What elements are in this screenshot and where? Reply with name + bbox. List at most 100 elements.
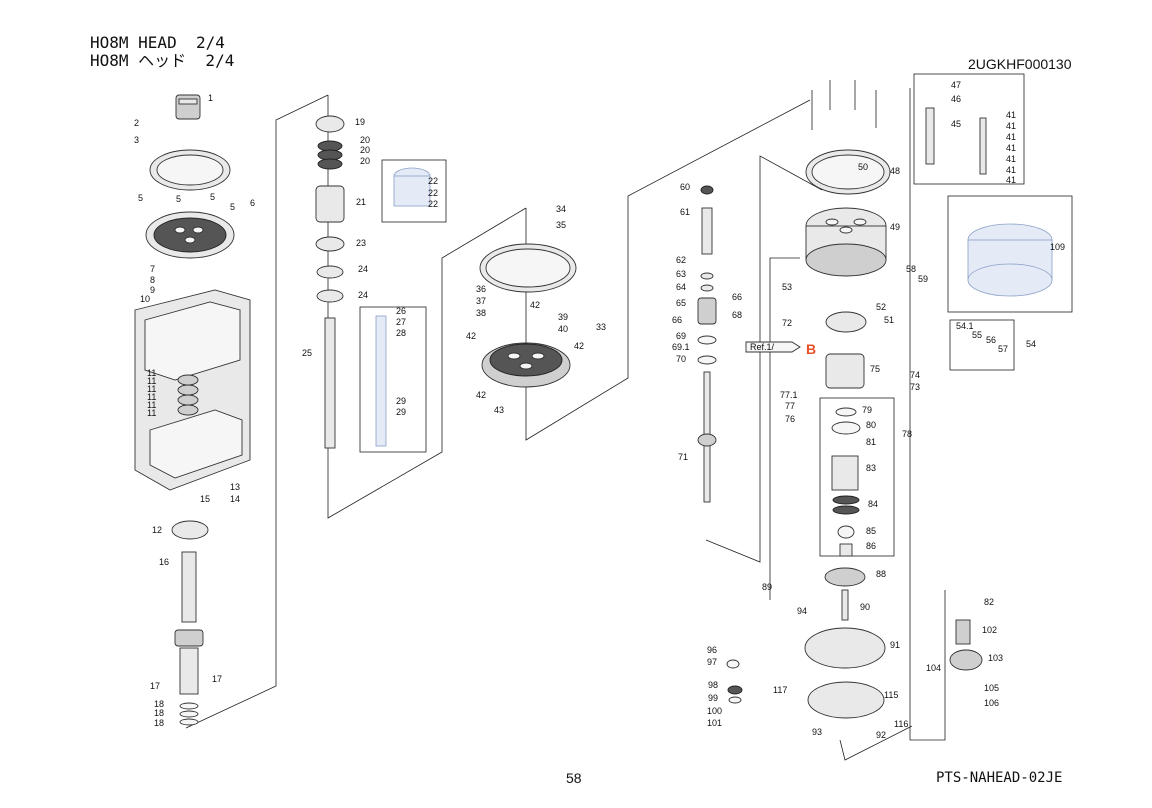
part-callout: 92 [876, 730, 886, 740]
part-callout: 103 [988, 653, 1003, 663]
part-callout: 62 [676, 255, 686, 265]
top-bolts [811, 80, 987, 175]
part-callout: 15 [200, 494, 210, 504]
part-callout: 19 [355, 117, 365, 127]
part-callout: 39 [558, 312, 568, 322]
part-callout: 5 [230, 202, 235, 212]
part-callout: 11 [147, 392, 156, 402]
drawing-title: HO8M HEAD 2/4 HO8M ヘッド 2/4 [90, 34, 234, 70]
page-number: 58 [566, 770, 582, 786]
part-callout: 96 [707, 645, 717, 655]
part-callout: 75 [870, 364, 880, 374]
part-callout: 41 [1006, 154, 1016, 164]
part-callout: 24 [358, 290, 368, 300]
part-callout: 97 [707, 657, 717, 667]
part-callout: 17 [150, 681, 160, 691]
part-callout: 82 [984, 597, 994, 607]
part-callout: 116 [894, 719, 908, 729]
part-callout: 71 [678, 452, 688, 462]
part-callout: 83 [866, 463, 876, 473]
part-callout: 34 [556, 204, 566, 214]
part-callout: 5 [138, 193, 143, 203]
part-callout: 93 [812, 727, 822, 737]
part-callout: 5 [176, 194, 181, 204]
part-callout: 54.1 [956, 321, 974, 331]
part-callout: 11 [147, 408, 156, 418]
part-callout: 11 [147, 400, 156, 410]
part-callout: 70 [676, 354, 686, 364]
part-callout: 54 [1026, 339, 1036, 349]
part-callout: 41 [1006, 121, 1016, 131]
part-callout: 102 [982, 625, 997, 635]
part-callout: 1 [208, 93, 213, 103]
part-callout: 5 [210, 192, 215, 202]
part-callout: 25 [302, 348, 312, 358]
reference-label: Ref.1/ [750, 342, 775, 352]
part-callout: 33 [596, 322, 606, 332]
part-callout: 89 [762, 582, 772, 592]
part-callout: 22 [428, 199, 438, 209]
part-callout: 18 [154, 708, 164, 718]
part-callout: 11 [147, 368, 156, 378]
part-callout: 6 [250, 198, 255, 208]
part-callout: 38 [476, 308, 486, 318]
part-callout: 51 [884, 315, 894, 325]
part-callout: 45 [951, 119, 961, 129]
part-callout: 28 [396, 328, 406, 338]
part-callout: 86 [866, 541, 876, 551]
part-callout: 63 [676, 269, 686, 279]
part-callout: 10 [140, 294, 150, 304]
part-callout: 73 [910, 382, 920, 392]
part-callout: 23 [356, 238, 366, 248]
part-callout: 14 [230, 494, 240, 504]
part-callout: 41 [1006, 132, 1016, 142]
part-callout: 56 [986, 335, 996, 345]
part-callout: 99 [708, 693, 718, 703]
part-callout: 11 [147, 384, 156, 394]
part-callout: 42 [476, 390, 486, 400]
part-callout: 16 [159, 557, 169, 567]
part-callout: 52 [876, 302, 886, 312]
part-callout: 24 [358, 264, 368, 274]
part-callout: 106 [984, 698, 999, 708]
part-callout: 26 [396, 306, 406, 316]
part-callout: 72 [782, 318, 792, 328]
part-callout: 117 [773, 685, 787, 695]
part-callout: 69 [676, 331, 686, 341]
spindle-column [315, 115, 431, 449]
part-callout: 13 [230, 482, 240, 492]
part-callout: 41 [1006, 175, 1016, 185]
part-callout: 42 [574, 341, 584, 351]
part-callout: 100 [707, 706, 722, 716]
part-callout: 29 [396, 407, 406, 417]
part-callout: 47 [951, 80, 961, 90]
part-callout: 41 [1006, 110, 1016, 120]
title-english: HO8M HEAD 2/4 [90, 33, 225, 52]
part-callout: 7 [150, 264, 155, 274]
part-callout: 11 [147, 376, 156, 386]
part-callout: 77 [785, 401, 795, 411]
part-callout: 20 [360, 156, 370, 166]
part-callout: 48 [890, 166, 900, 176]
part-callout: 66 [672, 315, 682, 325]
part-callout: 76 [785, 414, 795, 424]
part-callout: 22 [428, 176, 438, 186]
part-callout: 36 [476, 284, 486, 294]
part-callout: 42 [466, 331, 476, 341]
part-callout: 27 [396, 317, 406, 327]
part-callout: 8 [150, 275, 155, 285]
part-callout: 57 [998, 344, 1008, 354]
title-japanese: HO8M ヘッド 2/4 [90, 51, 235, 70]
part-callout: 2 [134, 118, 139, 128]
part-callout: 78 [902, 429, 912, 439]
part-callout: 29 [396, 396, 406, 406]
part-callout: 35 [556, 220, 566, 230]
part-callout: 41 [1006, 143, 1016, 153]
part-callout: 88 [876, 569, 886, 579]
part-callout: 46 [951, 94, 961, 104]
pts-code: PTS-NAHEAD-02JE [936, 770, 1063, 786]
part-callout: 20 [360, 145, 370, 155]
ring-disk-assembly [479, 243, 577, 388]
part-callout: 91 [890, 640, 900, 650]
